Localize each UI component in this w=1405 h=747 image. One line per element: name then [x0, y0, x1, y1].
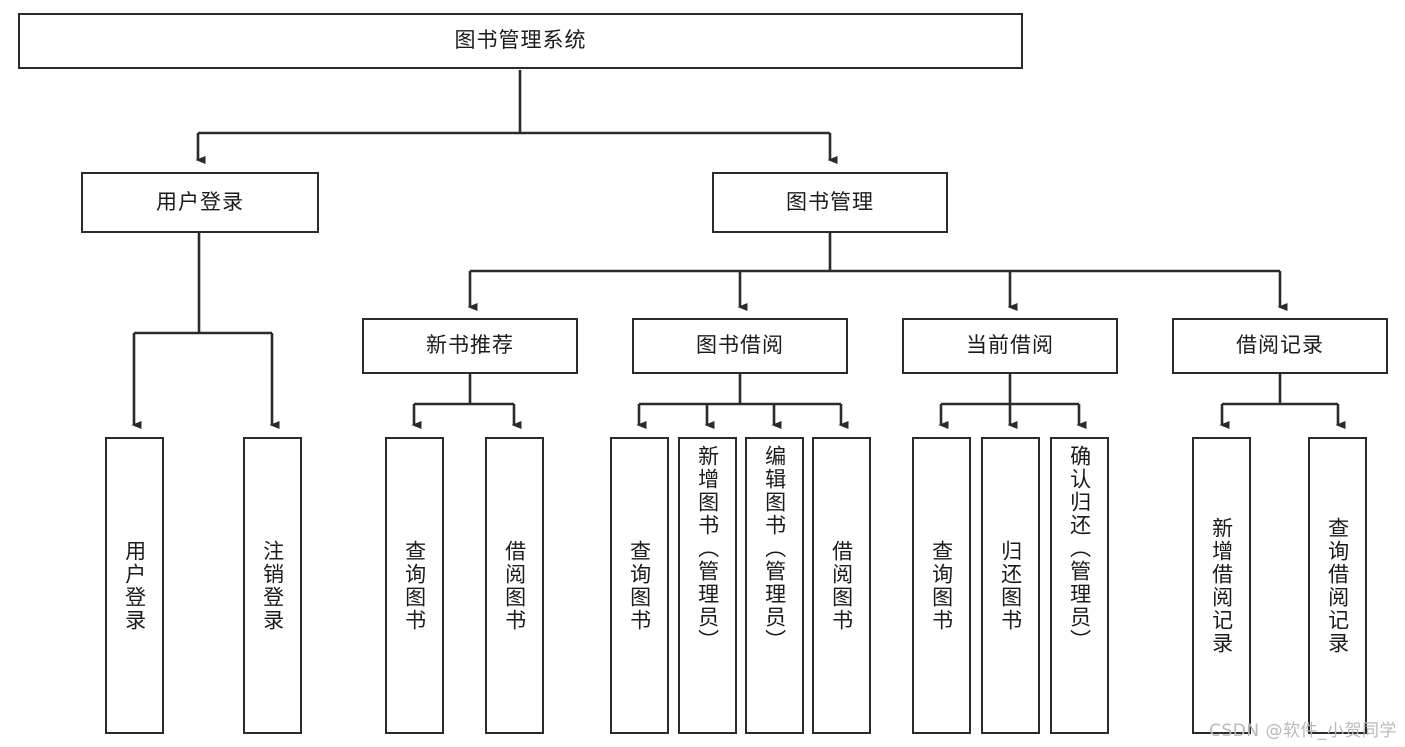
leaf-current-borrow-confirm[interactable]: 确认归还（管理员）: [1050, 437, 1109, 734]
node-label: 借阅图书: [829, 539, 854, 632]
node-label: 用户登录: [156, 189, 244, 214]
node-current-borrow[interactable]: 当前借阅: [902, 318, 1118, 374]
leaf-book-borrow-edit[interactable]: 编辑图书（管理员）: [745, 437, 804, 734]
leaf-current-borrow-return[interactable]: 归还图书: [981, 437, 1040, 734]
leaf-book-borrow-add[interactable]: 新增图书（管理员）: [678, 437, 737, 734]
leaf-user-login-signin[interactable]: 用户登录: [105, 437, 164, 734]
leaf-book-borrow-query[interactable]: 查询图书: [610, 437, 669, 734]
node-label: 注销登录: [260, 539, 285, 632]
node-label: 新增借阅记录: [1209, 516, 1234, 655]
node-label: 查询图书: [402, 539, 427, 632]
leaf-book-borrow-borrow[interactable]: 借阅图书: [812, 437, 871, 734]
node-label: 图书管理系统: [454, 28, 587, 53]
node-label: 图书管理: [786, 189, 874, 214]
node-root-system[interactable]: 图书管理系统: [18, 13, 1023, 69]
node-user-login[interactable]: 用户登录: [81, 172, 319, 233]
node-new-book-recommend[interactable]: 新书推荐: [362, 318, 578, 374]
node-borrow-record[interactable]: 借阅记录: [1172, 318, 1388, 374]
leaf-current-borrow-query[interactable]: 查询图书: [912, 437, 971, 734]
leaf-new-book-borrow[interactable]: 借阅图书: [485, 437, 544, 734]
node-label: 查询图书: [627, 539, 652, 632]
connectors-book-borrow: [636, 374, 849, 429]
node-label: 查询图书: [929, 539, 954, 632]
connectors-user-login: [131, 233, 280, 429]
leaf-borrow-record-add[interactable]: 新增借阅记录: [1192, 437, 1251, 734]
node-label: 当前借阅: [966, 333, 1054, 358]
connectors-current-borrow: [938, 374, 1087, 429]
watermark-text: CSDN @软件_小贺同学: [1209, 721, 1397, 741]
node-label: 图书借阅: [696, 333, 784, 358]
node-label: 新书推荐: [426, 333, 514, 358]
node-label: 新增图书（管理员）: [695, 445, 720, 652]
connectors-book-manage: [467, 233, 1288, 311]
leaf-user-login-signout[interactable]: 注销登录: [243, 437, 302, 734]
leaf-new-book-query[interactable]: 查询图书: [385, 437, 444, 734]
node-book-borrow[interactable]: 图书借阅: [632, 318, 848, 374]
node-label: 借阅图书: [502, 539, 527, 632]
node-label: 归还图书: [998, 539, 1023, 632]
node-label: 用户登录: [122, 539, 147, 632]
node-book-management[interactable]: 图书管理: [712, 172, 948, 233]
connectors-borrow-record: [1219, 374, 1346, 429]
node-label: 查询借阅记录: [1325, 516, 1350, 655]
node-label: 借阅记录: [1236, 333, 1324, 358]
node-label: 确认归还（管理员）: [1067, 445, 1092, 652]
leaf-borrow-record-query[interactable]: 查询借阅记录: [1308, 437, 1367, 734]
connectors-root: [195, 70, 838, 164]
node-label: 编辑图书（管理员）: [762, 445, 787, 652]
connectors-new-book: [411, 374, 522, 429]
